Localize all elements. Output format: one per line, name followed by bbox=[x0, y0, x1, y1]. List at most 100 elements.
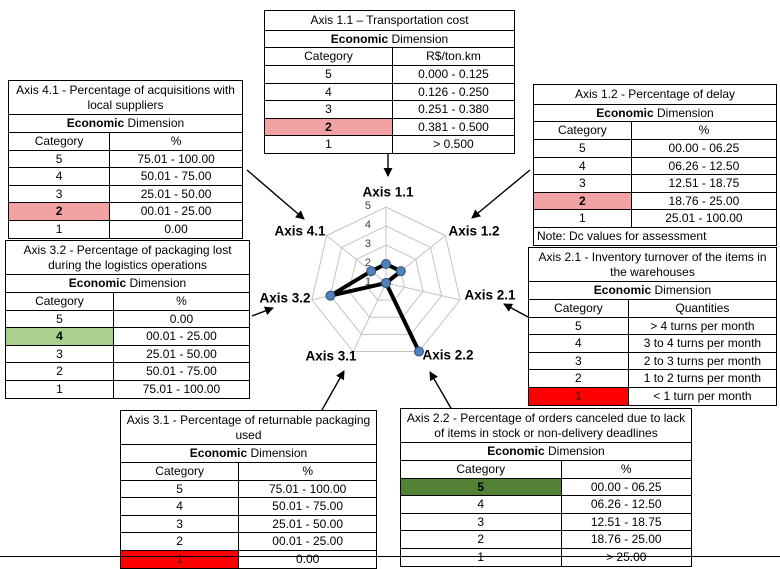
category-cell: 5 bbox=[534, 139, 632, 157]
dimension-bold: Economic bbox=[66, 116, 125, 131]
category-cell: 2 bbox=[401, 531, 562, 548]
connector-arrow bbox=[471, 169, 531, 219]
table-title: Axis 4.1 - Percentage of acquisitions wi… bbox=[9, 81, 242, 116]
dimension-rest: Dimension bbox=[126, 276, 187, 291]
category-cell: 3 bbox=[529, 352, 629, 370]
dimension-bold: Economic bbox=[596, 105, 654, 120]
dimension-header: Economic Dimension bbox=[529, 282, 776, 300]
value-cell: 0.00 bbox=[164, 222, 188, 236]
category-cell: 2 bbox=[121, 533, 240, 550]
dimension-bold: Economic bbox=[487, 444, 545, 459]
category-cell: 3 bbox=[265, 101, 393, 118]
value-cell: 00.01 - 25.00 bbox=[146, 329, 217, 344]
radar-spoke bbox=[326, 235, 387, 284]
column-headers: Category R$/ton.km bbox=[265, 48, 514, 66]
dimension-bold: Economic bbox=[68, 276, 127, 291]
col-category: Category bbox=[401, 460, 562, 478]
category-cell: 3 bbox=[121, 515, 240, 533]
column-headers: Category % bbox=[401, 460, 691, 479]
table-row: 4 0.126 - 0.250 bbox=[265, 83, 514, 102]
table-title: Axis 3.1 - Percentage of returnable pack… bbox=[121, 411, 376, 446]
value-cell: 75.01 - 100.00 bbox=[137, 151, 215, 166]
radar-axis-label: Axis 1.1 bbox=[362, 185, 414, 200]
category-cell: 1 bbox=[529, 388, 629, 405]
radar-tick-label: 4 bbox=[365, 219, 371, 231]
value-cell: 25.01 - 50.00 bbox=[146, 346, 217, 361]
value-cell: 0.251 - 0.380 bbox=[418, 102, 489, 117]
category-cell: 5 bbox=[6, 310, 114, 328]
table-title: Axis 3.2 - Percentage of packaging lost … bbox=[6, 241, 249, 276]
radar-tick-label: 2 bbox=[365, 257, 371, 269]
table-row: 1> 25.00 bbox=[401, 549, 691, 566]
table-title: Axis 2.1 - Inventory turnover of the ite… bbox=[529, 248, 776, 283]
value-cell: 06.26 - 12.50 bbox=[590, 497, 662, 512]
category-cell: 1 bbox=[265, 136, 393, 153]
radar-axis-label: Axis 4.1 bbox=[274, 224, 326, 239]
table-axis-4-1: Axis 4.1 - Percentage of acquisitions wi… bbox=[8, 80, 243, 239]
radar-gridline-ring bbox=[329, 225, 443, 335]
category-cell: 4 bbox=[265, 83, 393, 101]
col-category: Category bbox=[529, 299, 629, 317]
radar-gridline-ring bbox=[311, 206, 461, 352]
table-title: Axis 2.2 - Percentage of orders canceled… bbox=[401, 409, 691, 444]
value-cell: 00.01 - 25.00 bbox=[140, 204, 212, 219]
radar-data-point bbox=[381, 278, 391, 288]
table-row: 2 00.01 - 25.00 bbox=[9, 203, 242, 221]
dimension-header: Economic Dimension bbox=[265, 31, 514, 49]
radar-axis-label: Axis 2.1 bbox=[464, 288, 516, 303]
value-cell: 12.51 - 18.75 bbox=[590, 514, 662, 529]
radar-axis-label: Axis 2.2 bbox=[422, 348, 473, 363]
value-cell: 25.01 - 100.00 bbox=[665, 211, 743, 226]
category-cell: 2 bbox=[9, 203, 111, 220]
radar-data-point bbox=[325, 290, 336, 301]
value-cell: 25.01 - 50.00 bbox=[272, 516, 344, 531]
value-cell: 2 to 3 turns per month bbox=[643, 353, 762, 368]
value-cell: 18.76 - 25.00 bbox=[668, 193, 740, 208]
dimension-rest: Dimension bbox=[544, 444, 605, 459]
column-headers: Category Quantities bbox=[529, 299, 776, 318]
value-cell: 12.51 - 18.75 bbox=[668, 176, 740, 191]
dimension-bold: Economic bbox=[593, 283, 652, 298]
category-cell: 1 bbox=[401, 549, 562, 566]
connector-arrow bbox=[429, 371, 453, 411]
radar-data-point bbox=[366, 266, 377, 277]
connector-arrow bbox=[251, 306, 274, 317]
radar-tick-label: 5 bbox=[365, 200, 371, 212]
radar-gridline-ring bbox=[348, 244, 424, 318]
value-cell: 75.01 - 100.00 bbox=[268, 481, 347, 496]
radar-tick-label: 3 bbox=[365, 238, 371, 250]
table-axis-1-1: Axis 1.1 – Transportation cost Economic … bbox=[264, 10, 515, 154]
category-cell: 5 bbox=[265, 65, 393, 83]
column-headers: Category % bbox=[121, 462, 376, 481]
col-category: Category bbox=[9, 132, 111, 150]
dimension-rest: Dimension bbox=[653, 105, 714, 120]
table-axis-1-2: Axis 1.2 - Percentage of delay Economic … bbox=[533, 84, 777, 246]
col-unit: % bbox=[176, 293, 187, 308]
value-cell: 50.01 - 75.00 bbox=[146, 364, 217, 379]
radar-spoke bbox=[352, 282, 387, 352]
value-cell: 0.126 - 0.250 bbox=[418, 84, 489, 99]
dimension-rest: Dimension bbox=[124, 116, 185, 131]
col-category: Category bbox=[265, 48, 393, 65]
category-cell: 4 bbox=[401, 496, 562, 513]
value-cell: 25.01 - 50.00 bbox=[140, 186, 212, 201]
col-unit: % bbox=[620, 461, 632, 476]
radar-axis-label: Axis 3.1 bbox=[305, 349, 357, 364]
table-axis-2-2: Axis 2.2 - Percentage of orders canceled… bbox=[400, 408, 692, 567]
category-cell: 4 bbox=[121, 498, 240, 515]
